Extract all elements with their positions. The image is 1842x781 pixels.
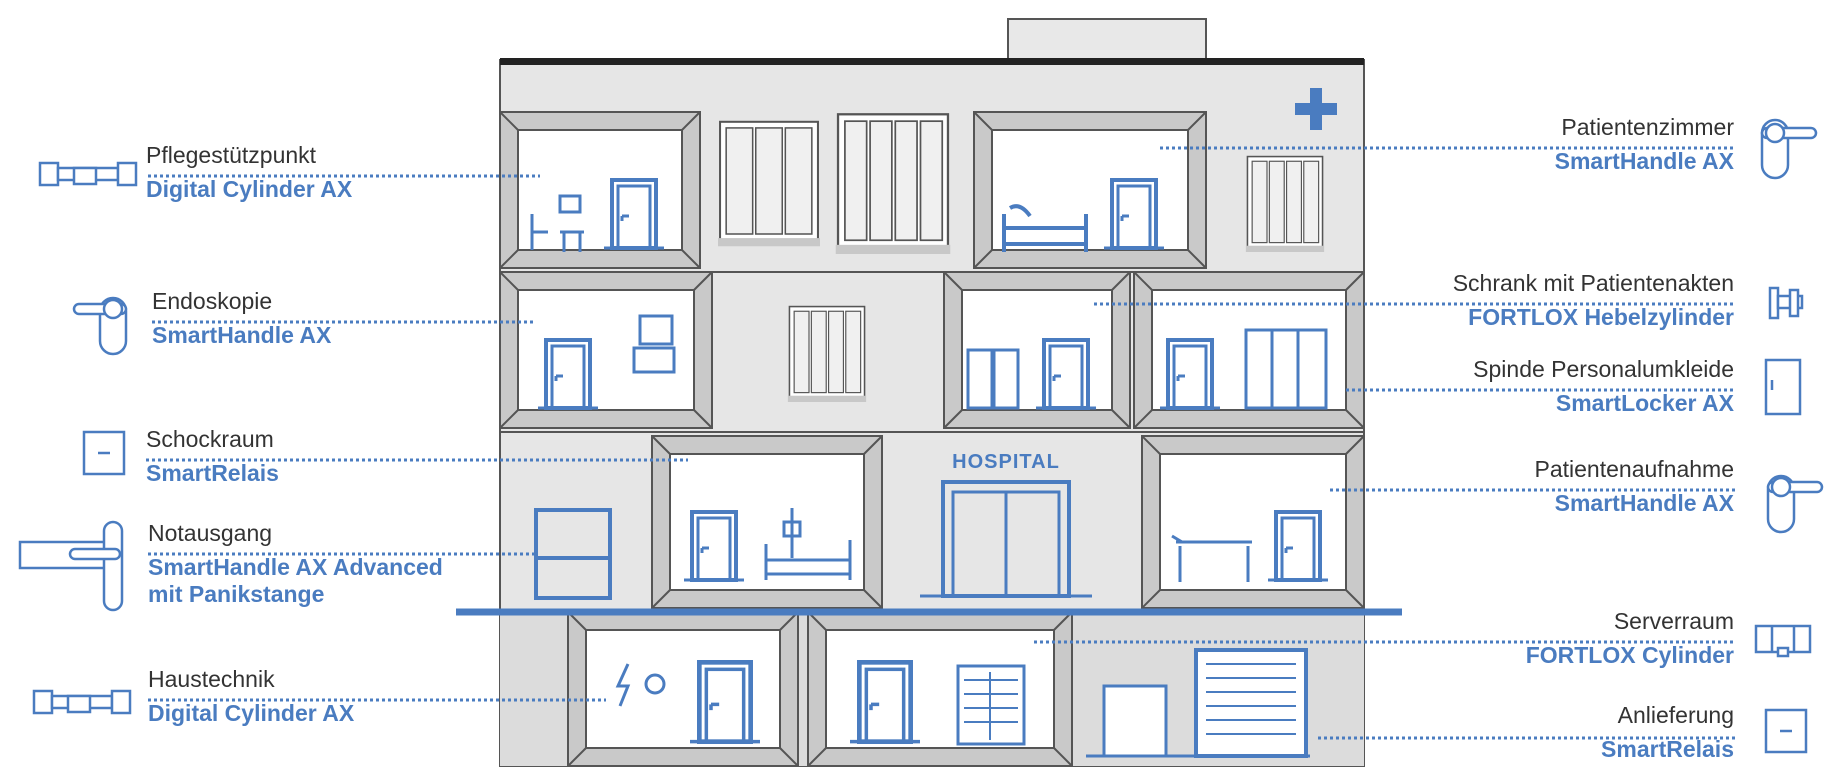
frame-bevel xyxy=(1133,409,1153,429)
frame-bevel xyxy=(681,249,701,269)
room-label: Anlieferung xyxy=(1617,702,1734,728)
digital-cylinder-icon xyxy=(32,689,132,715)
callout-spinde: Spinde Personalumkleide SmartLocker AX xyxy=(1473,356,1734,417)
room-label: Patientenzimmer xyxy=(1561,114,1734,140)
product-label: FORTLOX Cylinder xyxy=(1525,642,1734,669)
frame-bevel xyxy=(1141,435,1161,455)
frame-bevel xyxy=(567,747,587,767)
product-label: SmartHandle AX xyxy=(152,322,332,349)
frame-bevel xyxy=(1345,435,1365,455)
room-label: Spinde Personalumkleide xyxy=(1473,356,1734,382)
product-label: Digital Cylinder AX xyxy=(148,700,355,727)
frame-bevel xyxy=(651,435,671,455)
callout-haustechnik: Haustechnik Digital Cylinder AX xyxy=(148,666,354,727)
frame-bevel xyxy=(863,589,883,609)
frame-bevel xyxy=(807,747,827,767)
callout-notausgang: Notausgang SmartHandle AX Advanced mit P… xyxy=(148,520,443,607)
frame-bevel xyxy=(943,271,963,291)
frame-bevel xyxy=(779,747,799,767)
room-label: Patientenaufnahme xyxy=(1534,456,1735,482)
product-label: FORTLOX Hebelzylinder xyxy=(1468,304,1734,331)
frame-bevel xyxy=(1187,111,1207,131)
room-label: Haustechnik xyxy=(148,666,275,692)
product-label: Digital Cylinder AX xyxy=(146,176,353,203)
ground-floor xyxy=(530,194,1328,758)
frame-bevel xyxy=(1187,249,1207,269)
product-label: SmartRelais xyxy=(1601,736,1734,763)
frame-bevel xyxy=(1141,589,1161,609)
digital-cylinder-icon xyxy=(38,161,138,187)
roof-edge xyxy=(500,58,1364,65)
room-label: Serverraum xyxy=(1613,608,1734,634)
frame-bevel xyxy=(681,111,701,131)
frame-bevel xyxy=(1133,271,1153,291)
leader-lines xyxy=(146,146,1736,740)
frame-bevel xyxy=(651,589,671,609)
product-label: SmartHandle AX Advanced xyxy=(148,554,443,581)
product-label: SmartLocker AX xyxy=(1555,390,1734,417)
frame-bevel xyxy=(1345,589,1365,609)
product-label: SmartRelais xyxy=(146,460,279,487)
product-label-line2: mit Panikstange xyxy=(148,580,325,607)
frame-bevel xyxy=(1053,747,1073,767)
frame-bevel xyxy=(973,249,993,269)
frame-bevel xyxy=(693,271,713,291)
smarthandle-icon xyxy=(72,296,128,356)
smartrelais-icon xyxy=(1764,708,1808,754)
room-label: Schrank mit Patientenakten xyxy=(1452,270,1734,296)
callout-schockraum: Schockraum SmartRelais xyxy=(146,426,279,487)
frame-bevel xyxy=(973,111,993,131)
roof-box xyxy=(1007,18,1207,64)
frame-bevel xyxy=(693,409,713,429)
lever-cylinder-icon xyxy=(1768,286,1804,320)
frame-bevel xyxy=(1345,271,1365,291)
callout-schrank: Schrank mit Patientenakten FORTLOX Hebel… xyxy=(1453,270,1734,331)
smartrelais-icon xyxy=(82,430,126,476)
callout-pflegestuetzpunkt: Pflegestützpunkt Digital Cylinder AX xyxy=(146,142,352,203)
smarthandle-icon xyxy=(1760,118,1818,180)
room-label: Notausgang xyxy=(148,520,273,546)
callout-serverraum: Serverraum FORTLOX Cylinder xyxy=(1526,608,1734,669)
product-label: SmartHandle AX xyxy=(1554,148,1734,175)
frame-bevel xyxy=(499,111,519,131)
frame-bevel xyxy=(499,249,519,269)
callout-patientenzimmer: Patientenzimmer SmartHandle AX xyxy=(1555,114,1734,175)
callout-endoskopie: Endoskopie SmartHandle AX xyxy=(152,288,331,349)
medical-cross-icon xyxy=(1295,88,1337,130)
frame-bevel xyxy=(499,271,519,291)
frame-bevel xyxy=(1111,271,1131,291)
frame-bevel xyxy=(863,435,883,455)
fortlox-cylinder-icon xyxy=(1754,624,1812,658)
room-label: Pflegestützpunkt xyxy=(146,142,317,168)
room-label: Endoskopie xyxy=(152,288,273,314)
smartlocker-icon xyxy=(1764,358,1802,416)
callout-anlieferung: Anlieferung SmartRelais xyxy=(1601,702,1734,763)
product-label: SmartHandle AX xyxy=(1554,490,1734,517)
hospital-sign: HOSPITAL xyxy=(952,451,1060,473)
callout-patientenaufnahme: Patientenaufnahme SmartHandle AX xyxy=(1535,456,1735,517)
frame-bevel xyxy=(943,409,963,429)
frame-bevel xyxy=(1345,409,1365,429)
room-label: Schockraum xyxy=(146,426,274,452)
smarthandle-icon xyxy=(1766,474,1824,534)
frame-bevel xyxy=(499,409,519,429)
frame-bevel xyxy=(1111,409,1131,429)
panic-bar-handle-icon xyxy=(18,520,124,612)
room-interior xyxy=(991,129,1189,251)
